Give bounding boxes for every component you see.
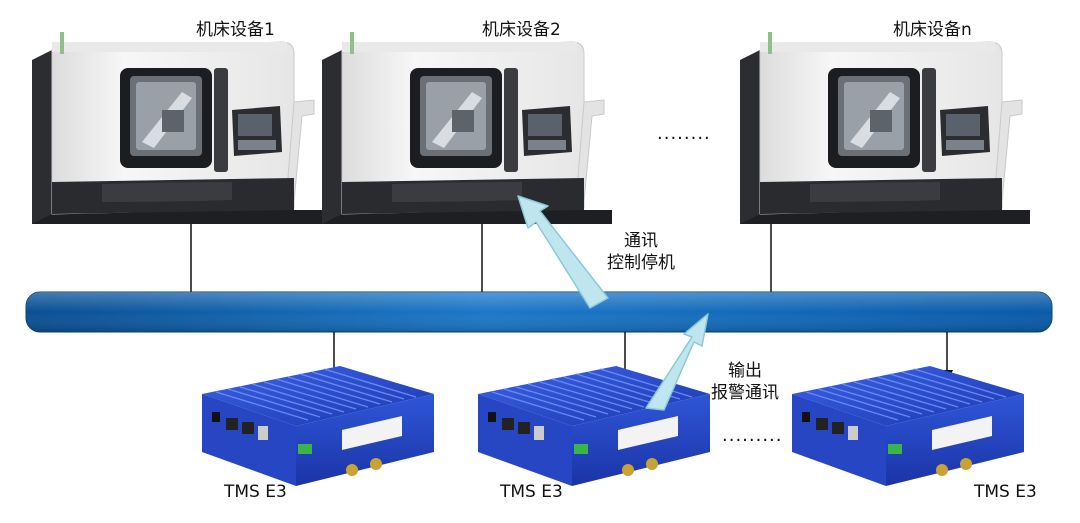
arrow-control-stop bbox=[517, 195, 609, 309]
machines-ellipsis: ········ bbox=[657, 128, 711, 149]
cnc-machine-2 bbox=[321, 31, 613, 225]
arrow-alarm-output bbox=[645, 313, 709, 411]
tms-e3-device-n bbox=[791, 365, 1025, 487]
alarm-output-line2: 报警通讯 bbox=[711, 383, 779, 403]
communication-bus bbox=[25, 291, 1053, 333]
alarm-output-line1: 输出 bbox=[728, 361, 762, 381]
device-2-label: TMS E3 bbox=[500, 482, 563, 502]
machine-1-label: 机床设备1 bbox=[196, 20, 275, 40]
machine-2-label: 机床设备2 bbox=[482, 20, 561, 40]
control-stop-line1: 通讯 bbox=[624, 231, 658, 251]
machine-n-label: 机床设备n bbox=[893, 20, 972, 40]
device-n-label: TMS E3 bbox=[974, 482, 1037, 502]
devices-ellipsis: ········· bbox=[722, 430, 783, 451]
control-stop-line2: 控制停机 bbox=[607, 253, 675, 273]
device-1-label: TMS E3 bbox=[224, 482, 287, 502]
tms-e3-device-1 bbox=[201, 365, 435, 487]
alarm-output-annotation: 输出 报警通讯 bbox=[700, 360, 790, 404]
control-stop-annotation: 通讯 控制停机 bbox=[596, 230, 686, 274]
cnc-machine-1 bbox=[31, 31, 323, 225]
cnc-machine-n bbox=[739, 31, 1031, 225]
